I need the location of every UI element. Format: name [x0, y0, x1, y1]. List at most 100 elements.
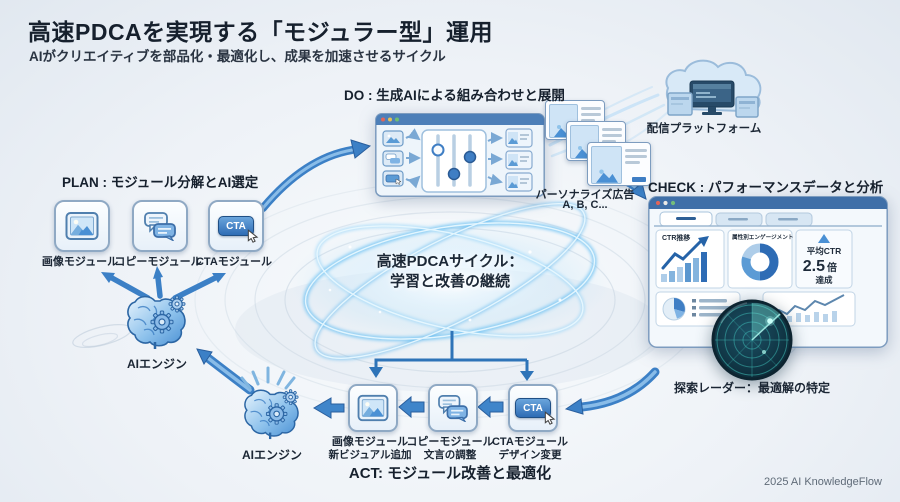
slider-knob [447, 167, 461, 181]
analytics-dashboard: CTR推移 属性別エンゲージメント [648, 196, 888, 348]
plan-module-copy-card [132, 200, 188, 252]
sparkles [328, 245, 562, 322]
ad-thumb-image [591, 146, 623, 184]
image-icon [357, 394, 389, 422]
dashboard-tabs [654, 211, 882, 227]
cloud-devices-icon [665, 59, 762, 118]
plan-section-label: PLAN : モジュール分解とAI選定 [62, 175, 259, 190]
mixer-panel [421, 129, 487, 193]
act-module-copy-card [428, 384, 478, 432]
trend-arrow-icon [661, 236, 709, 270]
platform-label: 配信プラットフォーム [646, 123, 762, 135]
arrow-check-to-act [564, 367, 660, 415]
brain-gears-icon [127, 295, 186, 349]
cursor-icon [247, 229, 259, 243]
ad-text-lines [581, 104, 601, 136]
ad-text-lines [625, 146, 647, 182]
do-output-thumbs [505, 128, 533, 192]
search-radar [707, 299, 797, 386]
act-module-copy-sub: 文言の調整 [423, 449, 477, 461]
delivery-platform [652, 55, 778, 126]
gear-icon [150, 310, 174, 334]
do-flow-arrows-right [487, 132, 503, 186]
panel-avg-ctr: 平均CTR 2.5 倍 達成 [795, 229, 853, 289]
cycle-line2: 学習と改善の継続 [389, 272, 510, 290]
cta-button-icon: CTA [218, 216, 259, 243]
donut-chart-icon [741, 243, 779, 281]
do-input-modules [382, 130, 404, 187]
arrows-act-flow [313, 395, 504, 419]
act-section-label: ACT: モジュール改善と最適化 [348, 465, 552, 482]
cycle-center-text: 高速PDCAサイクル： 学習と改善の継続 [348, 252, 552, 291]
arrow-engine2-to-engine1 [196, 348, 255, 395]
radar-blip [762, 350, 766, 354]
avg-ctr-unit: 倍 [827, 261, 837, 274]
ad-variant-card [587, 142, 651, 186]
plan-module-image-card [54, 200, 110, 252]
ads-variants-label: A, B, C... [562, 199, 608, 211]
window-titlebar [376, 114, 544, 125]
avg-ctr-status: 達成 [815, 275, 833, 285]
ads-label: パーソナライズ広告 [535, 189, 635, 201]
arrows-engine1-to-plan [101, 266, 226, 301]
chat-icon [438, 395, 468, 422]
act-module-image-sub: 新ビジュアル追加 [328, 449, 412, 461]
check-dashboard-window: CTR推移 属性別エンゲージメント [648, 196, 888, 353]
connector-cycle-to-act [369, 331, 534, 381]
ad-cta-strip [632, 177, 646, 182]
plan-module-cta-label: CTAモジュール [195, 256, 273, 268]
ai-engine-2 [241, 386, 303, 445]
radar-icon [711, 299, 793, 381]
tablet-icon [667, 92, 693, 116]
summary-lines [692, 299, 733, 317]
mixer-sliders-icon [375, 113, 545, 197]
gear-icon [282, 389, 299, 406]
panel-line-chart [762, 291, 856, 327]
cursor-icon [544, 411, 556, 425]
radar-blip [767, 318, 773, 324]
footer-credit: 2025 AI KnowledgeFlow [763, 476, 882, 488]
plan-module-copy-label: コピーモジュール [114, 256, 202, 268]
brain-gears-icon [244, 389, 299, 440]
tablet-icon [735, 96, 759, 118]
arrow-plan-to-do [259, 139, 372, 212]
gear-icon [265, 403, 288, 425]
up-triangle-icon [818, 234, 830, 243]
avg-ctr-value: 2.5 [803, 258, 825, 275]
act-module-copy-label: コピーモジュール [406, 436, 494, 448]
act-module-cta-card: CTA [508, 384, 558, 432]
cta-button-text: CTA [523, 402, 543, 414]
avg-ctr-label: 平均CTR [807, 246, 841, 256]
ai-engine-1 [124, 292, 190, 355]
radar-sweep [752, 302, 781, 340]
plan-module-cta-card: CTA [208, 200, 264, 252]
pie-chart-icon [662, 297, 686, 321]
do-flow-arrows-left [405, 128, 421, 189]
act-module-image-label: 画像モジュール [331, 436, 409, 448]
act-module-cta-label: CTAモジュール [491, 436, 569, 448]
panel-engagement: 属性別エンゲージメント [727, 229, 793, 289]
slider-knob [431, 143, 445, 157]
radar-label: 探索レーダー：最適解の特定 [673, 381, 831, 395]
ai-engine-1-label: AIエンジン [126, 357, 188, 371]
do-section-label: DO : 生成AIによる組み合わせと展開 [344, 88, 565, 103]
engine2-rays [240, 366, 296, 390]
do-browser-window [375, 113, 545, 202]
gear-icon [168, 295, 186, 313]
slider-knob [463, 150, 477, 164]
window-titlebar [649, 197, 887, 209]
panel-ctr-title: CTR推移 [662, 233, 690, 242]
cta-button-icon: CTA [515, 398, 556, 425]
cycle-line1: 高速PDCAサイクル： [376, 253, 524, 270]
act-module-image-card [348, 384, 398, 432]
check-section-label: CHECK : パフォーマンスデータと分析 [648, 180, 884, 195]
panel-ctr-trend: CTR推移 [655, 229, 725, 289]
ad-text-lines [602, 125, 622, 157]
chat-icon [144, 212, 176, 241]
panel-engagement-title: 属性別エンゲージメント [732, 233, 793, 241]
image-icon [65, 212, 99, 240]
act-module-cta-sub: デザイン変更 [498, 449, 562, 461]
page-subtitle: AIがクリエイティブを部品化・最適化し、成果を加速させるサイクル [29, 49, 446, 64]
page-title: 高速PDCAを実現する「モジュラー型」運用 [28, 19, 494, 45]
